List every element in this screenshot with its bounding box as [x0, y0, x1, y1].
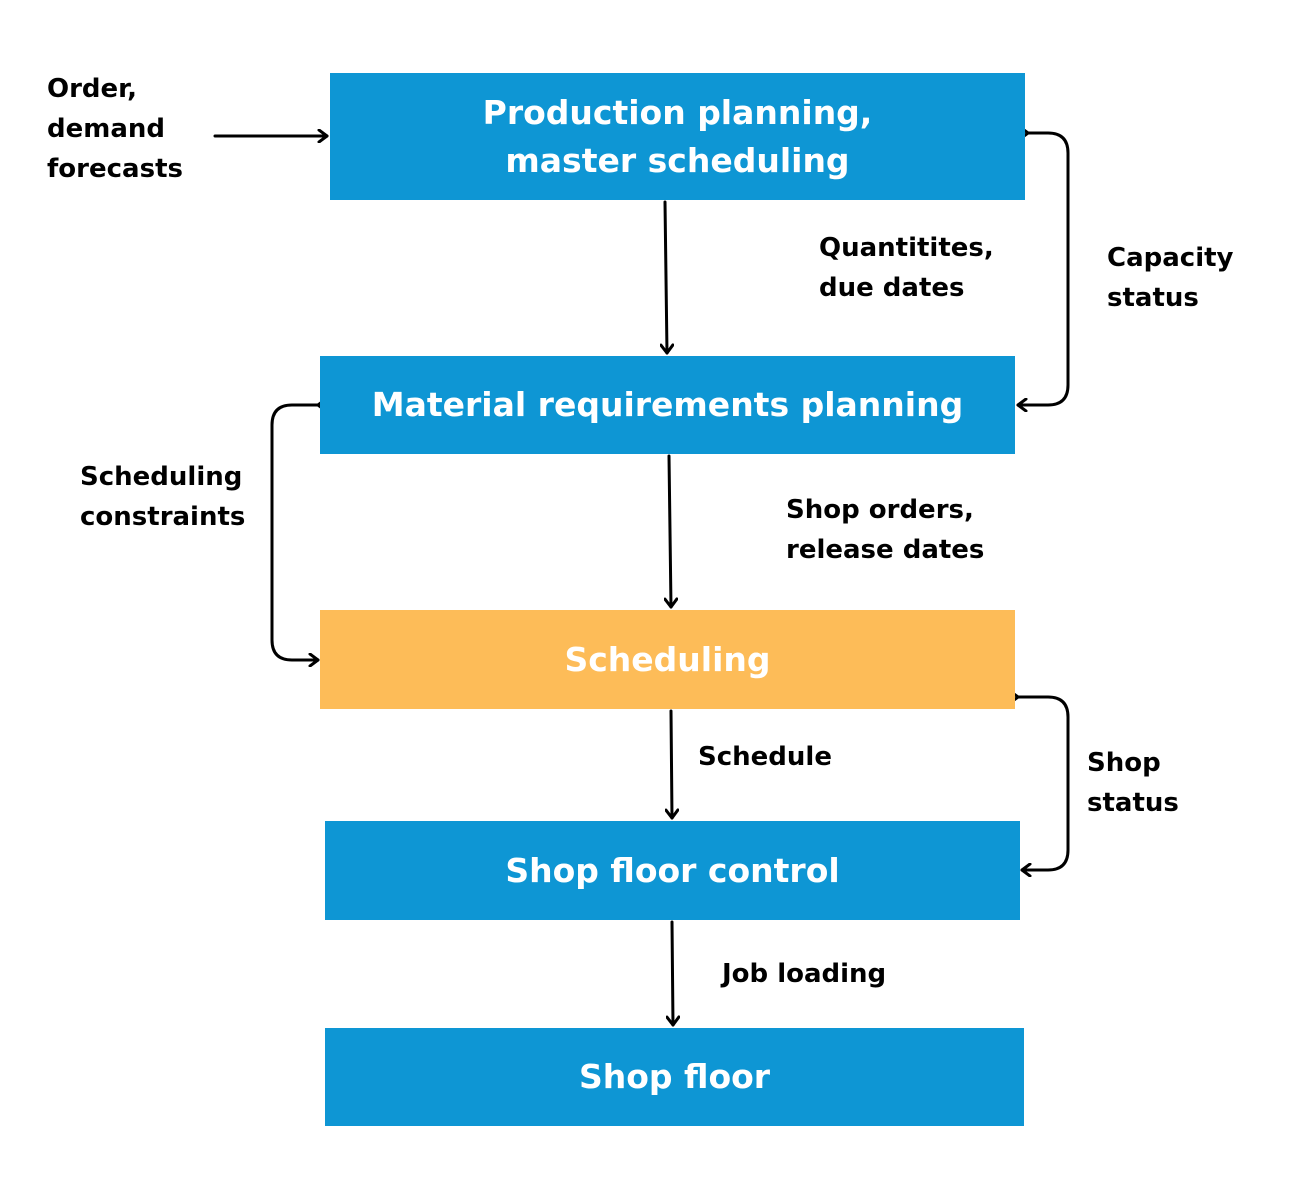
arrow-scheduling-constraints-loop	[270, 405, 318, 660]
arrow-scheduling-to-sfc	[671, 709, 672, 820]
mrp-box: Material requirements planning	[320, 356, 1015, 454]
arrow-sfc-to-shopfloor	[672, 920, 673, 1027]
shop-floor-control-label: Shop floor control	[505, 850, 840, 890]
job-loading-label: Job loading	[722, 959, 887, 989]
mrp-label: Material requirements planning	[371, 385, 964, 424]
schedule-label: Schedule	[698, 742, 832, 772]
shop-floor-box: Shop floor	[325, 1028, 1024, 1126]
shop-orders-label: Shop orders, release dates	[786, 495, 985, 565]
scheduling-label: Scheduling	[564, 639, 771, 679]
arrow-planning-to-mrp	[665, 200, 667, 355]
production-planning-box: Production planning, master scheduling	[330, 73, 1025, 200]
arrow-mrp-to-scheduling	[669, 454, 671, 609]
shop-floor-label: Shop floor	[578, 1057, 771, 1096]
scheduling-constraints-label: Scheduling constraints	[80, 462, 246, 532]
arrow-shop-status-loop	[1018, 697, 1070, 870]
scheduling-box: Scheduling	[320, 610, 1015, 709]
capacity-status-label: Capacity status	[1107, 243, 1234, 313]
shop-status-label: Shop status	[1087, 748, 1179, 818]
quantities-due-dates-label: Quantitites, due dates	[819, 233, 994, 303]
arrow-capacity-status-loop	[1016, 133, 1070, 405]
shop-floor-control-box: Shop floor control	[325, 821, 1020, 920]
order-demand-label: Order, demand forecasts	[47, 74, 183, 184]
production-planning-label: Production planning, master scheduling	[482, 92, 873, 180]
